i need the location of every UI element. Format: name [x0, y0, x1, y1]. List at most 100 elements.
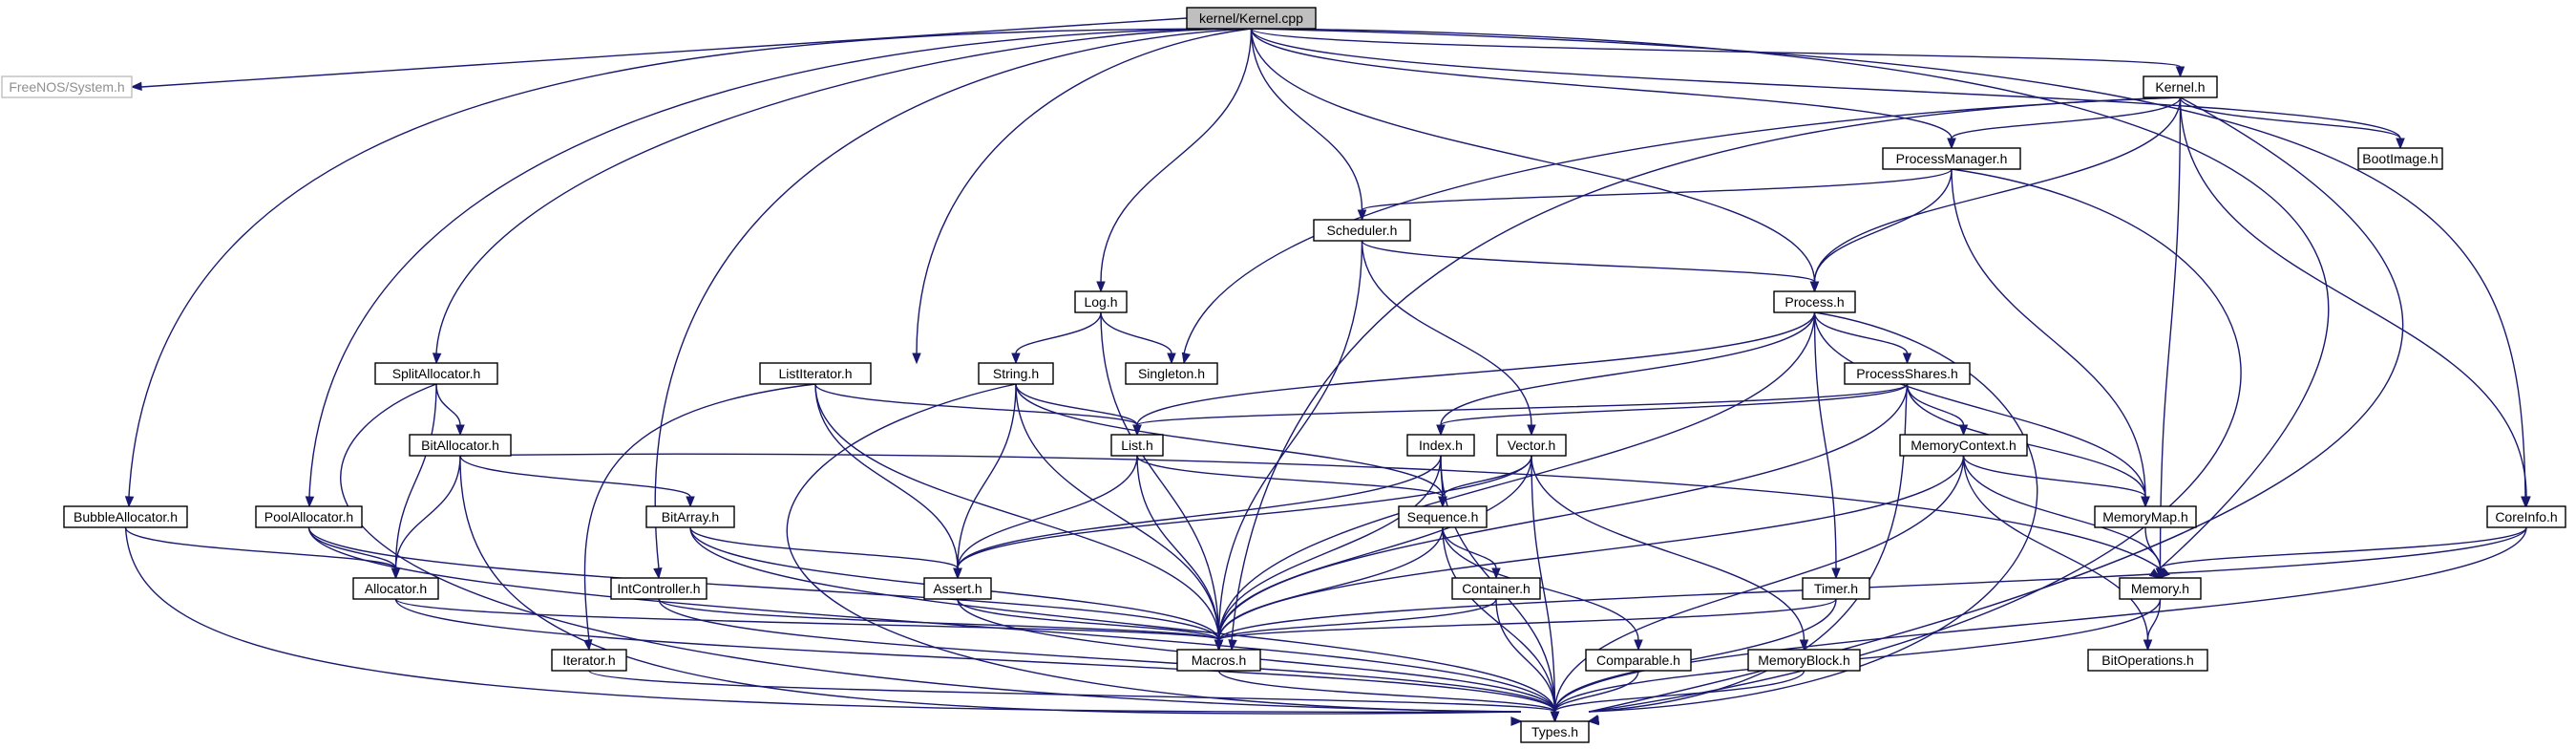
node-types-h[interactable]: Types.h: [1520, 720, 1590, 743]
node-intcontroller-h[interactable]: IntController.h: [610, 577, 707, 600]
edge-splitallocator_h-to-allocator_h: [391, 383, 437, 580]
arrowhead: [2396, 138, 2405, 150]
node-box: [1747, 649, 1861, 672]
node-poolallocator-h[interactable]: PoolAllocator.h: [255, 505, 363, 528]
node-kernel-cpp[interactable]: kernel/Kernel.cpp: [1186, 7, 1317, 30]
node-label: kernel/Kernel.cpp: [1199, 11, 1303, 26]
edge-index_h-to-assert_h: [953, 455, 1442, 580]
edge-line: [1588, 96, 2404, 713]
arrowhead: [1550, 711, 1560, 723]
edge-vector_h-to-sequence_h: [1438, 455, 1532, 508]
node-kernel-h[interactable]: Kernel.h: [2143, 75, 2218, 98]
node-bitallocator-h[interactable]: BitAllocator.h: [409, 434, 512, 457]
edge-line: [1553, 455, 1965, 713]
arrowhead: [1357, 209, 1367, 222]
node-listiterator-h[interactable]: ListIterator.h: [759, 362, 872, 385]
node-label: CoreInfo.h: [2495, 509, 2557, 524]
arrowhead: [1167, 353, 1176, 365]
edge-line: [957, 455, 1138, 569]
edge-line: [2146, 598, 2162, 641]
edge-kernel_cpp-to-listiterator_h: [912, 28, 1252, 365]
node-singleton-h[interactable]: Singleton.h: [1125, 362, 1218, 385]
edge-line: [128, 28, 1252, 498]
edge-memorycontext_h-to-memorymap_h: [1962, 455, 2150, 508]
edge-line: [1231, 96, 2181, 641]
node-label: String.h: [993, 366, 1039, 381]
node-list-h[interactable]: List.h: [1110, 434, 1164, 457]
node-index-h[interactable]: Index.h: [1406, 434, 1475, 457]
edge-line: [814, 383, 959, 569]
node-memorymap-h[interactable]: MemoryMap.h: [2094, 505, 2197, 528]
node-bitarray-h[interactable]: BitArray.h: [645, 505, 735, 528]
edge-timer_h-to-macros_h: [1214, 598, 1837, 652]
node-scheduler-h[interactable]: Scheduler.h: [1313, 219, 1411, 242]
node-label: MemoryContext.h: [1911, 438, 2016, 453]
node-coreinfo-h[interactable]: CoreInfo.h: [2486, 505, 2566, 528]
node-splitallocator-h[interactable]: SplitAllocator.h: [374, 362, 498, 385]
node-box: [2143, 75, 2218, 98]
edge-line: [394, 455, 461, 569]
node-sequence-h[interactable]: Sequence.h: [1398, 505, 1488, 528]
edge-line: [1015, 383, 1138, 426]
node-comparable-h[interactable]: Comparable.h: [1585, 649, 1692, 672]
edge-processshares_h-to-memorycontext_h: [1906, 383, 1969, 437]
node-log-h[interactable]: Log.h: [1074, 290, 1128, 313]
node-box: [1899, 434, 2028, 457]
edge-line: [1251, 28, 2330, 569]
arrowhead: [1181, 352, 1192, 365]
edge-line: [307, 526, 397, 569]
edge-line: [1217, 455, 1442, 641]
node-label: BitOperations.h: [2101, 653, 2194, 668]
edge-container_h-to-macros_h: [1214, 598, 1497, 652]
arrowhead: [1634, 639, 1643, 652]
edge-line: [2179, 96, 2401, 139]
node-assert-h[interactable]: Assert.h: [923, 577, 992, 600]
node-processshares-h[interactable]: ProcessShares.h: [1844, 362, 1971, 385]
node-container-h[interactable]: Container.h: [1451, 577, 1541, 600]
node-box: [374, 362, 498, 385]
node-memorycontext-h[interactable]: MemoryContext.h: [1899, 434, 2028, 457]
arrowhead: [1809, 281, 1820, 293]
edge-line: [1250, 28, 2182, 68]
node-allocator-h[interactable]: Allocator.h: [352, 577, 439, 600]
edge-line: [1440, 311, 1816, 426]
edge-line: [1442, 526, 1556, 713]
node-memoryblock-h[interactable]: MemoryBlock.h: [1747, 649, 1861, 672]
node-vector-h[interactable]: Vector.h: [1496, 434, 1567, 457]
node-timer-h[interactable]: Timer.h: [1802, 577, 1870, 600]
edge-line: [1962, 455, 2146, 498]
edge-kernel_h-to-coreinfo_h: [2179, 96, 2531, 508]
edge-poolallocator_h-to-allocator_h: [307, 526, 401, 580]
node-label: Singleton.h: [1138, 366, 1205, 381]
node-bootimage-h[interactable]: BootImage.h: [2357, 147, 2443, 170]
edge-line: [1531, 455, 1805, 641]
node-label: Log.h: [1084, 294, 1117, 310]
edge-bitallocator_h-to-bitarray_h: [459, 455, 695, 508]
edge-line: [459, 455, 1522, 715]
edge-line: [658, 598, 1556, 713]
node-box: [2119, 577, 2202, 600]
edge-scheduler_h-to-vector_h: [1361, 240, 1536, 437]
node-bitoperations-h[interactable]: BitOperations.h: [2087, 649, 2208, 672]
edge-line: [1553, 598, 1837, 713]
edge-log_h-to-string_h: [1011, 311, 1102, 365]
edge-line: [1100, 311, 1220, 641]
edge-line: [1217, 526, 2527, 641]
node-iterator-h[interactable]: Iterator.h: [551, 649, 627, 672]
edge-line: [1217, 311, 1816, 641]
edge-line: [1136, 311, 1816, 426]
arrowhead: [1096, 281, 1106, 293]
edge-kernel_h-to-singleton_h: [1181, 96, 2181, 365]
node-macros-h[interactable]: Macros.h: [1176, 649, 1261, 672]
node-memory-h[interactable]: Memory.h: [2119, 577, 2202, 600]
node-box: [2094, 505, 2197, 528]
node-string-h[interactable]: String.h: [978, 362, 1054, 385]
node-process-h[interactable]: Process.h: [1773, 290, 1856, 313]
edge-line: [1217, 526, 1444, 641]
node-bubbleallocator-h[interactable]: BubbleAllocator.h: [63, 505, 188, 528]
edge-kernel_cpp-to-process_h: [1250, 28, 1820, 293]
node-processmanager-h[interactable]: ProcessManager.h: [1882, 147, 2021, 170]
edge-line: [814, 383, 1138, 426]
arrowhead: [391, 567, 401, 580]
